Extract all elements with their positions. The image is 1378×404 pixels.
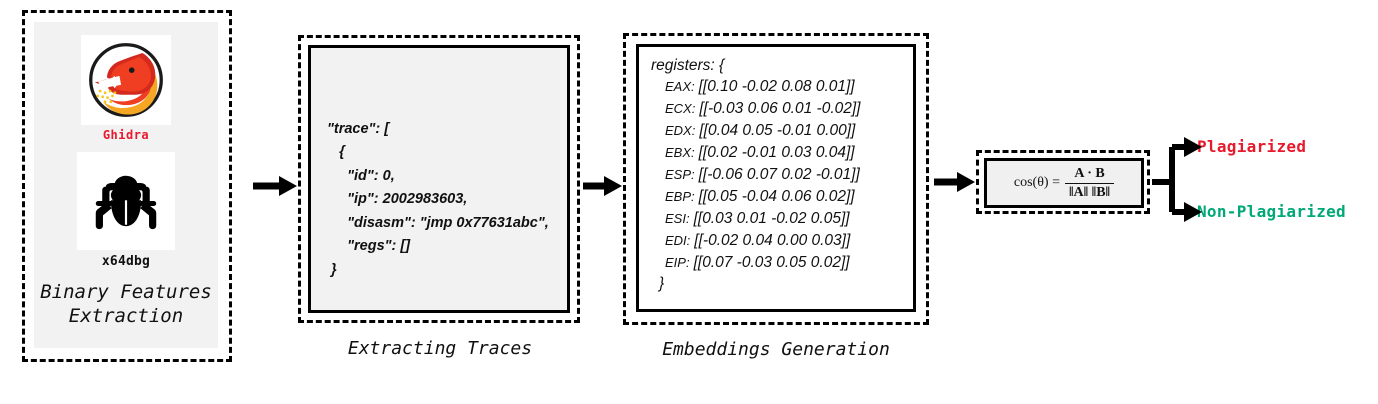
register-row: ECX: [[-0.03 0.06 0.01 -0.02]] xyxy=(651,98,913,120)
embeddings-generation-caption: Embeddings Generation xyxy=(662,339,890,360)
register-vector: [[0.04 0.05 -0.01 0.00]] xyxy=(699,122,856,139)
stage-binary-features-extraction: Ghidra xyxy=(22,10,232,362)
register-row: ESP: [[-0.06 0.07 0.02 -0.01]] xyxy=(651,164,913,186)
register-name: ECX: xyxy=(665,101,696,116)
register-row: EDX: [[0.04 0.05 -0.01 0.00]] xyxy=(651,120,913,142)
stage-embeddings-generation: registers: { EAX: [[0.10 -0.02 0.08 0.01… xyxy=(623,33,929,325)
bug-icon xyxy=(95,175,157,230)
trace-json-panel: "trace": [ { "id": 0, "ip": 2002983603, … xyxy=(308,45,570,313)
cosine-formula-denominator: ‖A‖ ‖B‖ xyxy=(1064,182,1115,201)
register-name: EBP: xyxy=(665,189,695,204)
registers-closing-brace: } xyxy=(659,275,665,292)
cosine-formula: cos(θ) = A · B ‖A‖ ‖B‖ xyxy=(1013,165,1115,201)
extracting-traces-caption: Extracting Traces xyxy=(347,338,533,359)
register-row: ESI: [[0.03 0.01 -0.02 0.05]] xyxy=(651,208,913,230)
x64dbg-logo-tile xyxy=(77,152,175,250)
cosine-formula-fraction: A · B ‖A‖ ‖B‖ xyxy=(1064,165,1115,201)
output-label-non-plagiarized: Non-Plagiarized xyxy=(1197,202,1346,221)
register-vector: [[0.05 -0.04 0.06 0.02]] xyxy=(698,188,855,205)
register-row: EIP: [[0.07 -0.03 0.05 0.02]] xyxy=(651,252,913,274)
cosine-formula-lhs: cos(θ) = xyxy=(1013,175,1060,190)
register-vector: [[0.07 -0.03 0.05 0.02]] xyxy=(693,254,850,271)
register-vector: [[-0.06 0.07 0.02 -0.01]] xyxy=(698,166,860,183)
register-vector: [[-0.02 0.04 0.00 0.03]] xyxy=(694,232,851,249)
arrow-trace-to-embeddings xyxy=(583,176,622,196)
register-name: EBX: xyxy=(665,145,695,160)
register-row: EDI: [[-0.02 0.04 0.00 0.03]] xyxy=(651,230,913,252)
output-label-plagiarized: Plagiarized xyxy=(1197,137,1307,156)
registers-header: registers: { xyxy=(651,57,725,74)
register-vector: [[-0.03 0.06 0.01 -0.02]] xyxy=(699,100,861,117)
register-vector: [[0.10 -0.02 0.08 0.01]] xyxy=(698,78,855,95)
stage-extracting-traces: "trace": [ { "id": 0, "ip": 2002983603, … xyxy=(298,35,580,323)
register-name: EAX: xyxy=(665,79,695,94)
register-name: ESP: xyxy=(665,167,695,182)
cosine-formula-panel: cos(θ) = A · B ‖A‖ ‖B‖ xyxy=(984,158,1144,208)
stage-cosine-similarity: cos(θ) = A · B ‖A‖ ‖B‖ xyxy=(976,150,1150,214)
register-name: ESI: xyxy=(665,211,690,226)
trace-json-code: "trace": [ { "id": 0, "ip": 2002983603, … xyxy=(327,121,549,278)
ghidra-dragon-icon xyxy=(89,43,163,117)
x64dbg-label: x64dbg xyxy=(101,254,151,269)
ghidra-label: Ghidra xyxy=(102,128,150,142)
registers-embeddings-panel: registers: { EAX: [[0.10 -0.02 0.08 0.01… xyxy=(636,44,916,312)
register-vector: [[0.03 0.01 -0.02 0.05]] xyxy=(693,210,850,227)
register-row: EAX: [[0.10 -0.02 0.08 0.01]] xyxy=(651,76,913,98)
arrow-formula-to-outputs xyxy=(1152,137,1202,222)
binary-tools-panel: Ghidra xyxy=(34,22,218,348)
arrow-binary-to-trace xyxy=(253,176,297,196)
register-name: EDI: xyxy=(665,233,691,248)
binary-features-caption: Binary Features Extraction xyxy=(40,281,212,327)
cosine-formula-numerator: A · B xyxy=(1074,165,1105,181)
register-name: EIP: xyxy=(665,255,690,270)
arrow-embeddings-to-formula xyxy=(934,172,975,192)
register-row: EBX: [[0.02 -0.01 0.03 0.04]] xyxy=(651,142,913,164)
register-name: EDX: xyxy=(665,123,696,138)
register-row: EBP: [[0.05 -0.04 0.06 0.02]] xyxy=(651,186,913,208)
ghidra-logo-tile xyxy=(81,35,171,125)
register-vector: [[0.02 -0.01 0.03 0.04]] xyxy=(698,144,855,161)
